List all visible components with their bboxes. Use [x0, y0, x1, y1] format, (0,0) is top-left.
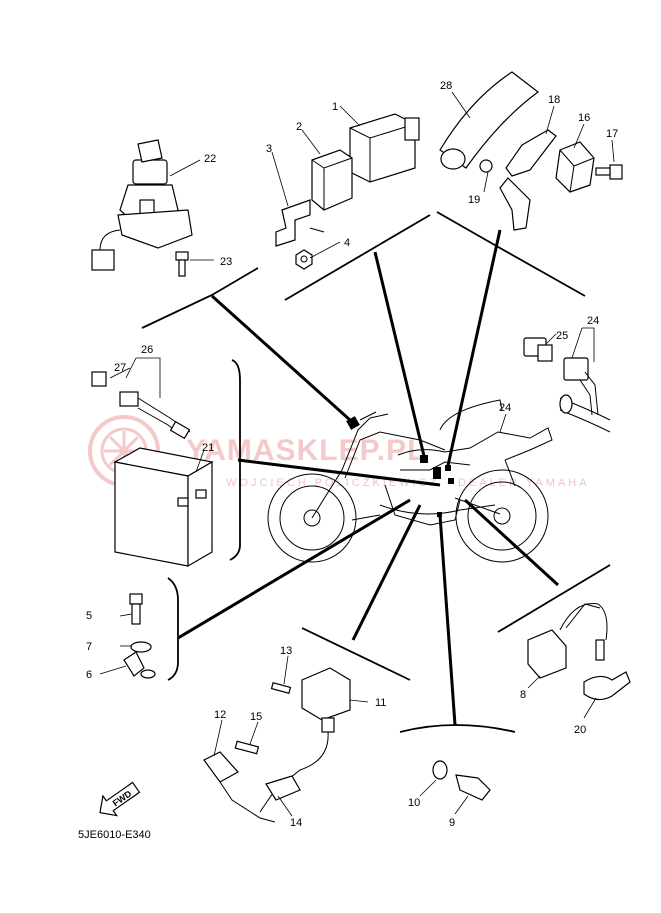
bracket-switch: [399, 724, 516, 733]
bracket-top-mid: [284, 214, 431, 301]
callout-26: 26: [141, 344, 153, 356]
callout-3: 3: [266, 143, 272, 155]
callout-24-top: 24: [587, 315, 599, 327]
ignition-coil-part: [259, 667, 351, 813]
bracket-sensor: [167, 577, 179, 681]
callout-16: 16: [578, 112, 590, 124]
callout-15: 15: [250, 711, 262, 723]
sensor-5-part: [123, 593, 156, 679]
bracket-3-part: [275, 199, 325, 247]
callout-18: 18: [548, 94, 560, 106]
callout-24-bike: 24: [499, 402, 511, 414]
battery-part: [113, 447, 214, 568]
callout-8: 8: [520, 689, 526, 701]
callout-14: 14: [290, 817, 302, 829]
callout-23: 23: [220, 256, 232, 268]
callout-19: 19: [468, 194, 480, 206]
bracket-relay: [497, 564, 611, 633]
callout-20: 20: [574, 724, 586, 736]
callout-9: 9: [449, 817, 455, 829]
bolt-17-part: [595, 164, 623, 180]
callout-labels: 1 2 3 4 5 6 7 8 9 10 11 12 13 14 15 16 1…: [86, 80, 618, 829]
main-switch-part: [91, 139, 193, 271]
nut-4-part: [295, 249, 313, 270]
relay-16-part: [555, 141, 595, 193]
cover-tube-part: [439, 71, 539, 170]
clamp-20-part: [583, 671, 631, 701]
callout-21: 21: [202, 442, 214, 454]
watermark: YAMASKLEP.PL WOJCIECH POLICZKIEWICZ · DE…: [88, 415, 587, 489]
callout-2: 2: [296, 121, 302, 133]
plug-cap-part: [203, 740, 301, 823]
callout-28: 28: [440, 80, 452, 92]
callout-6: 6: [86, 669, 92, 681]
bracket-18-part: [479, 129, 557, 231]
relay-8-part: [527, 603, 608, 679]
group-brackets: [141, 211, 611, 733]
connector-24-part: [523, 337, 611, 433]
callout-22: 22: [204, 153, 216, 165]
callout-13: 13: [280, 645, 292, 657]
callout-10: 10: [408, 797, 420, 809]
battery-leads-part: [91, 371, 191, 440]
callout-11: 11: [375, 697, 386, 709]
rectifier-part: [311, 149, 353, 211]
lead-lines: [177, 229, 560, 726]
callout-17: 17: [606, 128, 618, 140]
leader-lines: [99, 91, 615, 817]
neutral-switch-part: [432, 760, 491, 801]
callout-4: 4: [344, 237, 350, 249]
diagram-code: 5JE6010-E340: [78, 829, 151, 841]
bracket-coil: [301, 627, 411, 681]
callout-25: 25: [556, 330, 568, 342]
motorcycle-outline: [267, 399, 553, 563]
screw-23-part: [175, 251, 189, 277]
callout-5: 5: [86, 610, 92, 622]
callout-12: 12: [214, 709, 226, 721]
bracket-top-right: [436, 211, 586, 297]
fwd-arrow-icon: FWD: [99, 781, 141, 817]
bracket-top-left: [141, 267, 259, 329]
callout-7: 7: [86, 641, 92, 653]
cdi-unit-part: [349, 113, 420, 183]
callout-1: 1: [332, 101, 338, 113]
callout-27: 27: [114, 362, 126, 374]
bracket-battery: [229, 359, 241, 561]
watermark-title: YAMASKLEP.PL: [186, 434, 426, 467]
